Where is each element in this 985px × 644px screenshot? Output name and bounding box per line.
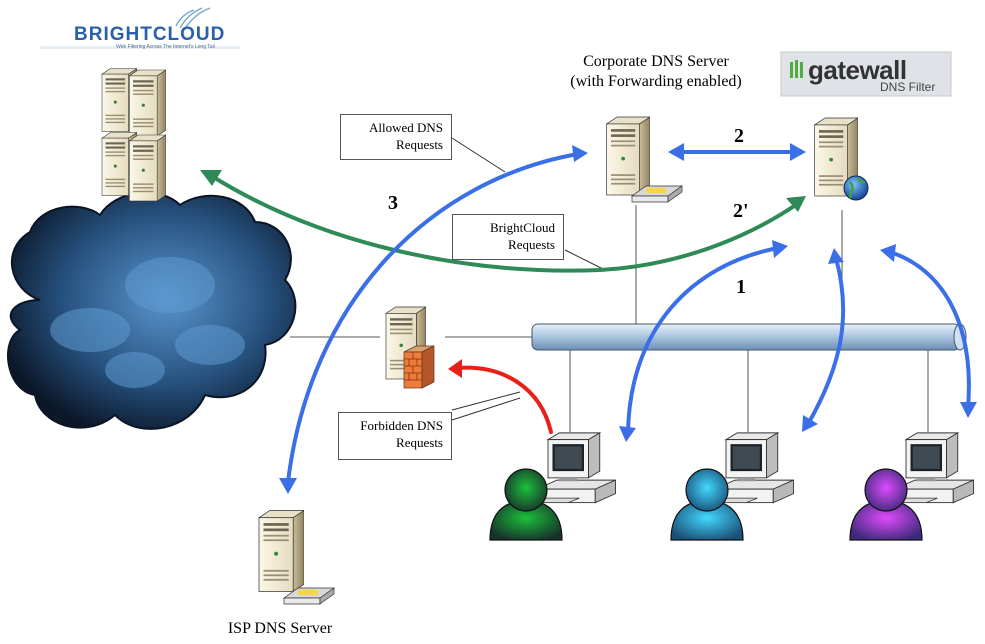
step-3-label: 3 — [388, 192, 398, 214]
corporate-dns-label: Corporate DNS Server (with Forwarding en… — [548, 52, 764, 92]
firewall-server-icon — [385, 306, 435, 389]
step-1-label: 1 — [736, 276, 746, 298]
brightcloud-logo — [40, 7, 240, 49]
forbidden-dns-callout-line2: Requests — [396, 435, 443, 450]
corporate-dns-server-icon — [606, 116, 684, 203]
corporate-dns-label-line2: (with Forwarding enabled) — [570, 73, 742, 90]
allowed-dns-callout-line1: Allowed DNS — [368, 120, 443, 135]
forbidden-dns-callout-line1: Forbidden DNS — [360, 418, 443, 433]
network-bus — [143, 205, 967, 432]
brightcloud-requests-callout: BrightCloud Requests — [452, 214, 564, 260]
forbidden-dns-callout: Forbidden DNS Requests — [338, 412, 452, 460]
brightcloud-logo-text: BRIGHTCLOUD Web Filtering Across The Int… — [66, 14, 226, 58]
gatewall-wordmark: gatewall — [808, 55, 907, 85]
brightcloud-tagline: Web Filtering Across The Internet's Long… — [116, 44, 215, 50]
user-icon-cyan — [670, 468, 744, 541]
callout-leaders — [451, 137, 606, 421]
gatewall-server-icon — [814, 117, 869, 201]
isp-dns-label: ISP DNS Server — [227, 620, 333, 637]
brightcloud-requests-callout-line1: BrightCloud — [489, 220, 555, 235]
brightcloud-server-icon — [101, 68, 166, 202]
gatewall-subtitle: DNS Filter — [880, 80, 936, 94]
internet-cloud-icon — [7, 191, 297, 430]
brightcloud-requests-callout-line2: Requests — [508, 237, 555, 252]
step-2-prime-label: 2' — [733, 200, 749, 222]
brightcloud-wordmark: BRIGHTCLOUD — [74, 24, 226, 45]
allowed-dns-callout: Allowed DNS Requests — [340, 114, 452, 160]
isp-dns-server-icon — [258, 509, 336, 605]
flow-arrows — [200, 143, 977, 494]
gatewall-logo — [780, 51, 952, 97]
user-icon-green — [489, 468, 563, 541]
corporate-dns-label-line1: Corporate DNS Server — [583, 53, 729, 70]
user-icon-purple — [849, 468, 923, 541]
step-2-label: 2 — [734, 125, 744, 147]
allowed-dns-callout-line2: Requests — [396, 137, 443, 152]
globe-icon — [843, 175, 869, 201]
